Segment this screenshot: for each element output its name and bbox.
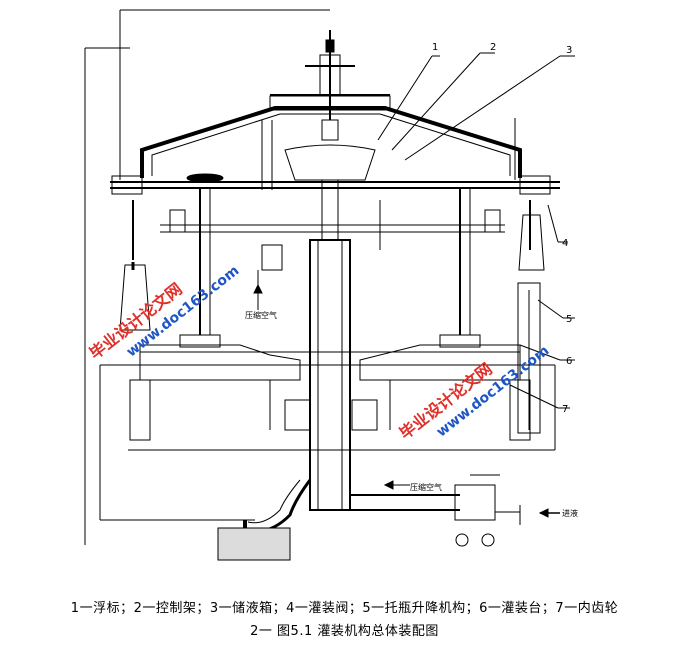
compressed-air-label-bottom: 压缩空气 [410, 482, 442, 492]
liquid-inlet-label: 进液 [562, 508, 578, 518]
part-number-2: 2 [490, 42, 496, 53]
part-number-6: 6 [566, 356, 572, 367]
figure-legend: 1一浮标；2一控制架；3一储液箱；4一灌装阀；5一托瓶升降机构；6一灌装台；7一… [70, 601, 619, 616]
part-number-7: 7 [562, 404, 568, 415]
figure-caption: 2一 图5.1 灌装机构总体装配图 [250, 624, 439, 639]
part-number-4: 4 [562, 238, 568, 249]
compressed-air-label-left: 压缩空气 [245, 310, 277, 320]
part-number-3: 3 [566, 45, 572, 56]
part-number-5: 5 [566, 314, 572, 325]
part-number-1: 1 [432, 42, 438, 53]
assembly-drawing: 1 2 3 4 5 6 7 压缩空气 压缩空气 进液 毕业设计论文网 www.d… [84, 9, 578, 561]
watermark-left: 毕业设计论文网 www.doc163.com [86, 263, 243, 363]
